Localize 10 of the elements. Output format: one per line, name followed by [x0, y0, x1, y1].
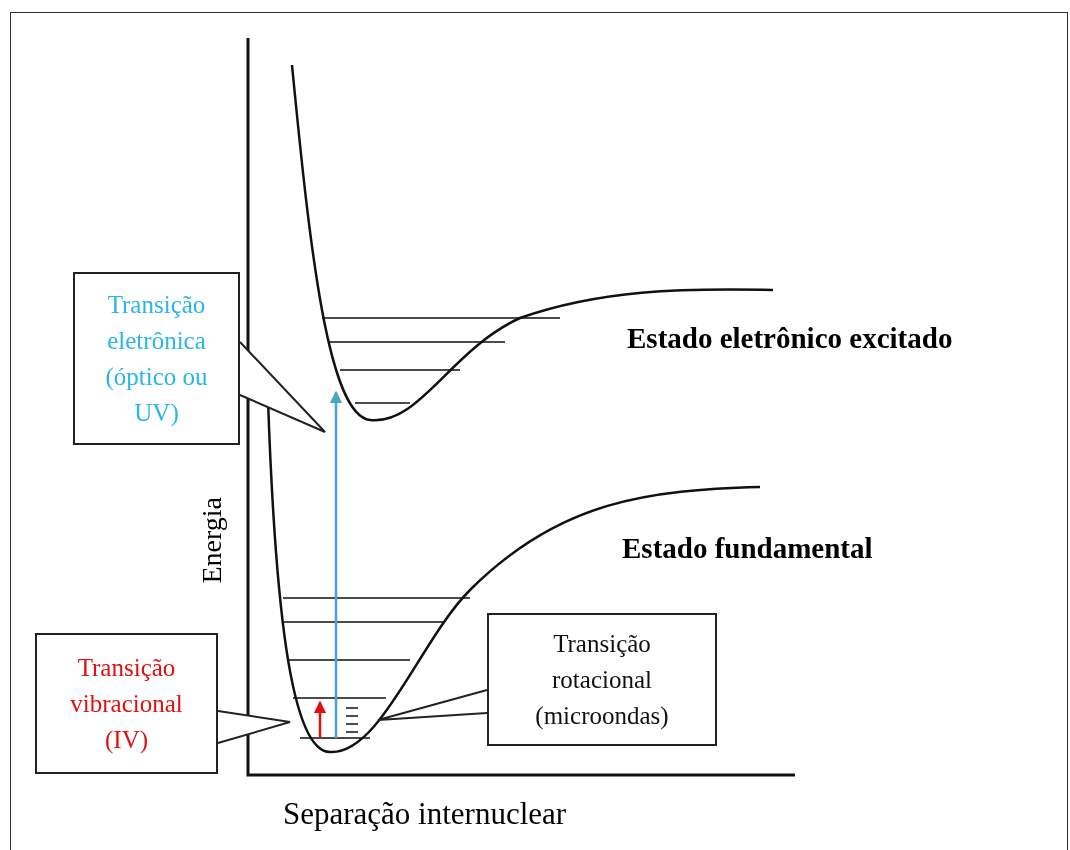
callout-box: [73, 272, 328, 447]
state-label: Estado eletrônico excitado: [627, 322, 953, 355]
state-label: Estado fundamental: [622, 532, 873, 565]
callout-text: Transição eletrônica (óptico ou UV): [104, 289, 209, 429]
callout-box: [376, 613, 718, 748]
callout-text: Transição rotacional (microondas): [534, 628, 670, 732]
axis-label: Energia: [196, 496, 228, 584]
callout-text: Transição vibracional (IV): [69, 652, 184, 756]
axis-label: Separação internuclear: [283, 796, 567, 832]
callout-box: [35, 633, 293, 776]
